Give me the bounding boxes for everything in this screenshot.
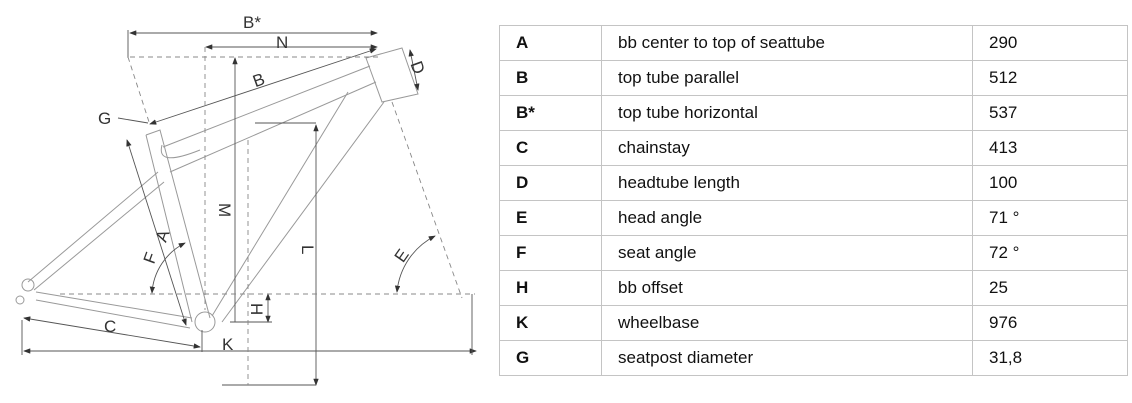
row-description: top tube horizontal — [601, 95, 973, 131]
row-value: 537 — [972, 95, 1128, 131]
row-description: seatpost diameter — [601, 340, 973, 376]
row-value: 100 — [972, 165, 1128, 201]
label-m: M — [215, 203, 234, 217]
label-e: E — [391, 246, 413, 266]
label-c: C — [104, 317, 116, 336]
bike-frame — [15, 47, 419, 333]
row-description: top tube parallel — [601, 60, 973, 96]
row-key: H — [499, 270, 602, 306]
row-description: headtube length — [601, 165, 973, 201]
row-description: bb center to top of seattube — [601, 25, 973, 61]
row-value: 413 — [972, 130, 1128, 166]
row-value: 31,8 — [972, 340, 1128, 376]
label-h: H — [247, 303, 266, 315]
row-value: 290 — [972, 25, 1128, 61]
label-k: K — [222, 335, 234, 354]
row-key: A — [499, 25, 602, 61]
row-value: 72 ° — [972, 235, 1128, 271]
row-key: B — [499, 60, 602, 96]
row-description: wheelbase — [601, 305, 973, 341]
row-value: 976 — [972, 305, 1128, 341]
row-key: G — [499, 340, 602, 376]
row-key: C — [499, 130, 602, 166]
label-d: D — [406, 59, 428, 77]
row-description: head angle — [601, 200, 973, 236]
row-key: B* — [499, 95, 602, 131]
row-key: E — [499, 200, 602, 236]
label-a: A — [152, 227, 174, 245]
label-f: F — [140, 250, 161, 266]
row-value: 71 ° — [972, 200, 1128, 236]
label-b: B — [250, 69, 267, 91]
label-b-star: B* — [243, 13, 261, 32]
dimension-lines — [21, 30, 477, 386]
label-n: N — [276, 33, 288, 52]
row-key: D — [499, 165, 602, 201]
row-key: F — [499, 235, 602, 271]
label-l: L — [298, 245, 317, 254]
label-g: G — [98, 109, 111, 128]
row-description: seat angle — [601, 235, 973, 271]
row-description: bb offset — [601, 270, 973, 306]
row-key: K — [499, 305, 602, 341]
row-value: 25 — [972, 270, 1128, 306]
dimension-labels: B* N B D G M A F L E H C K — [98, 13, 428, 354]
row-value: 512 — [972, 60, 1128, 96]
row-description: chainstay — [601, 130, 973, 166]
frame-geometry-diagram: B* N B D G M A F L E H C K — [15, 13, 477, 386]
